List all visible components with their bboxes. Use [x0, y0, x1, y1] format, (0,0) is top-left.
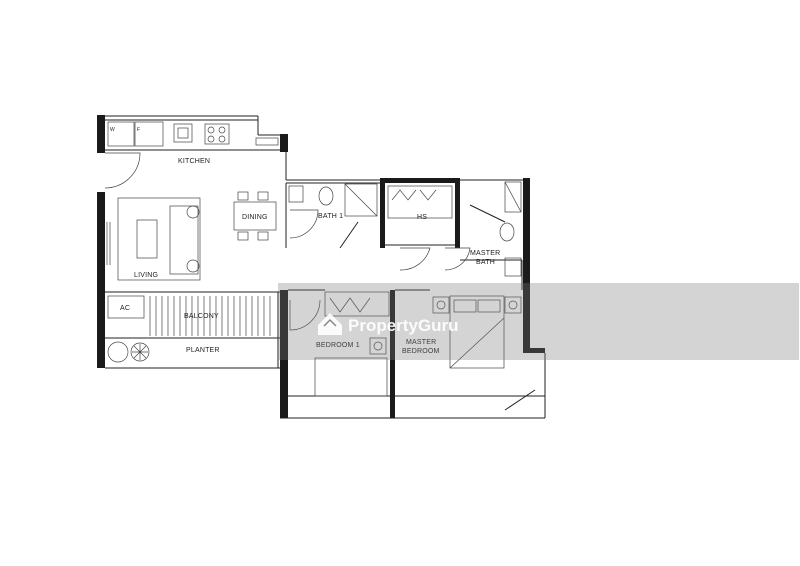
label-master-bath-line1: MASTER	[470, 250, 500, 257]
bedroom1-furniture	[289, 291, 390, 397]
master-bath-fixtures	[444, 181, 522, 277]
label-fridge: F	[137, 127, 140, 133]
label-balcony: BALCONY	[184, 313, 219, 320]
label-master-bedroom-line1: MASTER	[406, 339, 436, 346]
master-bedroom-furniture	[432, 295, 536, 411]
label-bath1: BATH 1	[318, 213, 343, 220]
watermark: PropertyGuru	[278, 283, 799, 360]
label-kitchen: KITCHEN	[178, 158, 210, 165]
storage-fixtures	[387, 185, 453, 271]
label-dining: DINING	[242, 214, 268, 221]
bath1-fixtures	[288, 183, 378, 249]
living-furniture	[106, 197, 201, 281]
watermark-text: PropertyGuru	[348, 316, 459, 335]
kitchen-fixtures	[107, 121, 279, 147]
planter-plants	[107, 341, 150, 363]
label-hs: HS	[417, 214, 427, 221]
label-bedroom1: BEDROOM 1	[316, 342, 360, 349]
label-ac: AC	[120, 305, 130, 312]
label-planter: PLANTER	[186, 347, 220, 354]
balcony-decking	[107, 295, 271, 336]
label-master-bath-line2: BATH	[476, 259, 495, 266]
dining-set	[233, 191, 277, 241]
walls	[97, 115, 546, 419]
entry-door	[104, 152, 141, 189]
label-master-bedroom-line2: BEDROOM	[402, 348, 440, 355]
label-washer: W	[110, 127, 115, 133]
watermark-logo-icon	[318, 313, 342, 335]
label-living: LIVING	[134, 272, 158, 279]
